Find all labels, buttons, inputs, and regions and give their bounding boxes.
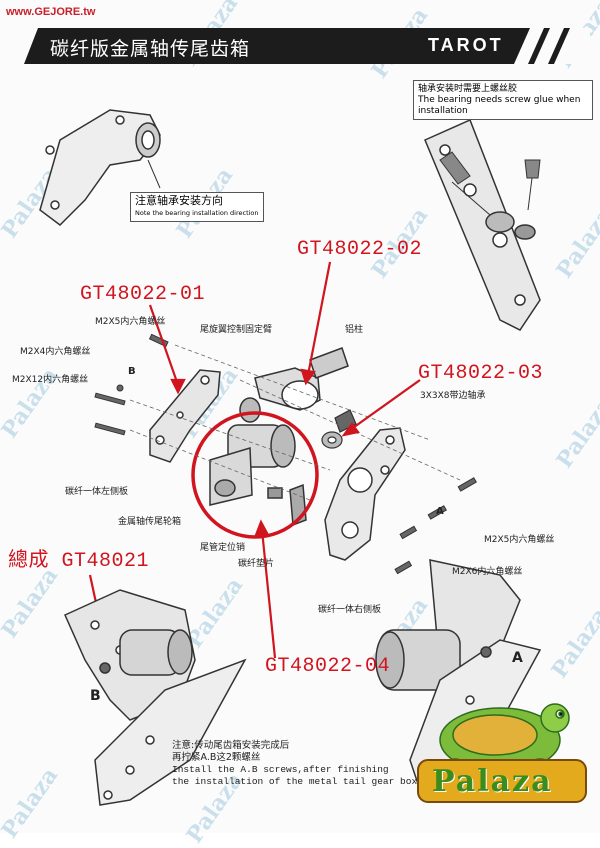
label-right-plate: 碳纤一体右侧板: [318, 605, 382, 615]
detail-right-plate: [424, 118, 541, 331]
screw-glue-note: 轴承安装时需要上螺丝胶 The bearing needs screw glue…: [413, 80, 593, 120]
highlight-circle: [191, 411, 319, 539]
part-code-04: GT48022-04: [265, 655, 391, 678]
footer-note: 注意:传动尾齿箱安装完成后 再拧紧A.B这2颗螺丝 Install the A.…: [172, 740, 417, 788]
part-code-01: GT48022-01: [80, 283, 206, 306]
detail-bearing-plate: [39, 109, 161, 226]
assembly-left-drawing: [64, 589, 247, 806]
banner-title: 碳纤版金属轴传尾齿箱: [50, 38, 251, 60]
footer-note-en2: the installation of the metal tail gear …: [172, 776, 418, 787]
footer-note-en1: Install the A.B screws,after finishing: [172, 764, 389, 775]
bearing-drawing: [321, 409, 357, 449]
assembly-code: 總成 GT48021: [8, 550, 150, 573]
left-plate-drawing: [149, 369, 221, 463]
banner-stripes: [10, 28, 590, 64]
screw-glue-cn: 轴承安装时需要上螺丝胶: [418, 84, 518, 94]
logo-plate: [417, 759, 587, 803]
brand-name: TAROT: [428, 35, 504, 55]
screw-glue-en: The bearing needs screw glue when instal…: [418, 95, 581, 116]
label-left-plate: 碳纤一体左侧板: [65, 487, 129, 497]
label-gearbox: 金属轴传尾轮箱: [118, 517, 182, 527]
label-a-top: A: [436, 506, 444, 517]
label-m2x5-right: M2X5内六角螺丝: [484, 535, 555, 545]
label-a-bottom: A: [512, 650, 523, 666]
part-code-03: GT48022-03: [418, 362, 544, 385]
label-m2x12: M2X12内六角螺丝: [12, 375, 89, 385]
bearing-direction-cn: 注意轴承安装方向: [135, 194, 223, 207]
glue-pointers: [439, 151, 541, 216]
palaza-logo-text: Palaza: [432, 764, 553, 799]
label-control-arm: 尾旋翼控制固定臂: [200, 325, 273, 335]
label-pillar: 铝柱: [345, 325, 364, 335]
footer-note-cn1: 注意:传动尾齿箱安装完成后: [172, 740, 290, 751]
label-b-bottom: B: [90, 688, 101, 704]
screws-right: [394, 477, 477, 575]
screws-left: [94, 333, 169, 436]
part-code-02: GT48022-02: [297, 238, 423, 261]
site-url: www.GEJORE.tw: [6, 6, 96, 18]
right-plate-drawing: [324, 427, 406, 561]
label-m2x4: M2X4内六角螺丝: [20, 347, 91, 357]
bearing-direction-en: Note the bearing installation direction: [135, 209, 259, 217]
label-bearing: 3X3X8带边轴承: [420, 391, 486, 401]
footer-note-cn2: 再拧紧A.B这2颗螺丝: [172, 752, 261, 763]
title-banner: 碳纤版金属轴传尾齿箱 TAROT: [10, 28, 590, 64]
control-arm-drawing: [239, 347, 349, 423]
label-cf-shim: 碳纤垫片: [238, 559, 275, 569]
gearbox-drawing: [209, 424, 307, 527]
label-tube-locator: 尾管定位销: [200, 543, 246, 553]
label-m2x5-top: M2X5内六角螺丝: [95, 317, 166, 327]
label-m2x6: M2X6内六角螺丝: [452, 567, 523, 577]
label-b-top: B: [128, 366, 136, 377]
bearing-direction-note: 注意轴承安装方向 Note the bearing installation d…: [130, 192, 264, 222]
